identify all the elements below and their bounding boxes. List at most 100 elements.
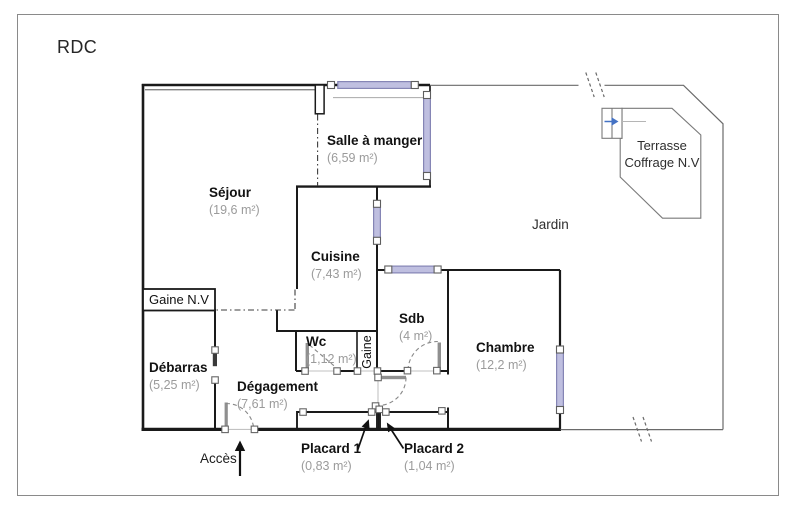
- wall-stub-salle: [314, 84, 325, 115]
- room-area: (4 m²): [399, 329, 433, 343]
- room-name: Sdb: [399, 311, 425, 326]
- room-name: Wc: [306, 334, 327, 349]
- room-label-cuisine: Cuisine (7,43 m²): [311, 249, 362, 282]
- marker-icon: [382, 408, 390, 416]
- marker-icon: [353, 367, 362, 375]
- window-handles: [326, 80, 565, 415]
- room-label-salle-a-manger: Salle à manger (6,59 m²): [327, 133, 422, 166]
- room-area: (5,25 m²): [149, 378, 200, 392]
- door-leaf-chambre: [380, 375, 406, 380]
- marker-icon: [438, 407, 446, 415]
- room-area: (1,04 m²): [404, 459, 455, 473]
- room-label-sejour: Séjour (19,6 m²): [209, 185, 260, 218]
- marker-icon: [211, 376, 219, 384]
- window-salle-east: [423, 96, 432, 174]
- window-salle-north: [337, 80, 412, 89]
- break-mark-south-icon: [632, 416, 653, 442]
- marker-icon: [211, 346, 219, 354]
- access-arrow-icon: [234, 440, 246, 476]
- room-label-degagement: Dégagement (7,61 m²): [237, 379, 318, 412]
- break-marks: [585, 72, 653, 442]
- window-cuisine: [373, 205, 382, 239]
- room-label-placard-2: Placard 2 (1,04 m²): [404, 441, 464, 474]
- marker-icon: [367, 408, 376, 416]
- handle-icon: [326, 80, 336, 90]
- door-leaf-wc: [305, 343, 309, 369]
- doors: [212, 340, 441, 430]
- handle-icon: [410, 80, 419, 90]
- room-name: Chambre: [476, 340, 535, 355]
- marker-icon: [433, 366, 441, 375]
- room-name: Dégagement: [237, 379, 319, 394]
- room-name: Salle à manger: [327, 133, 423, 148]
- placard2-arrow-head: [386, 422, 395, 433]
- arrow-head: [611, 117, 619, 126]
- placard1-arrow-icon: [356, 425, 367, 451]
- room-area: (7,61 m²): [237, 397, 288, 411]
- drawing-border: [17, 14, 779, 496]
- room-area: (0,83 m²): [301, 459, 352, 473]
- room-label-wc: Wc (1,12 m²): [306, 334, 357, 367]
- gaine-shaft-label: Gaine: [360, 335, 374, 369]
- marker-icon: [301, 367, 309, 375]
- break-mark-north-icon: [585, 72, 605, 98]
- marker-icon: [333, 367, 341, 375]
- handle-icon: [372, 199, 382, 208]
- gaine-nv-box: [142, 288, 216, 312]
- placard2-arrow-icon: [388, 426, 405, 449]
- marker-icon: [221, 425, 229, 434]
- door-swing-sdb: [407, 340, 438, 371]
- gaine-nv-label: Gaine N.V: [149, 292, 209, 307]
- terrace-access-arrow-icon: [604, 117, 619, 126]
- marker-icon: [403, 366, 412, 375]
- property-boundary: [430, 84, 724, 431]
- room-name: Placard 2: [404, 441, 465, 456]
- door-swing-chambre: [378, 377, 407, 407]
- door-leaf-debarras: [212, 351, 217, 367]
- handle-icon: [384, 265, 393, 274]
- acces-label: Accès: [200, 451, 237, 466]
- window-chambre: [555, 351, 564, 409]
- terrasse-sub-label: Coffrage N.V: [624, 155, 700, 170]
- door-leaf-entrance: [224, 402, 228, 430]
- room-name: Débarras: [149, 360, 208, 375]
- room-name: Séjour: [209, 185, 252, 200]
- handle-icon: [555, 345, 565, 354]
- handle-icon: [372, 236, 382, 245]
- door-leaf-sdb: [437, 342, 441, 370]
- handle-icon: [422, 90, 432, 100]
- marker-icon: [250, 425, 259, 434]
- marker-icon: [299, 408, 307, 416]
- terrasse-label: Terrasse: [637, 138, 687, 153]
- room-name: Cuisine: [311, 249, 360, 264]
- room-label-chambre: Chambre (12,2 m²): [476, 340, 535, 373]
- dash-dot-partitions: [215, 114, 319, 311]
- floor-title: RDC: [57, 37, 98, 57]
- room-name: Placard 1: [301, 441, 362, 456]
- room-area: (1,12 m²): [306, 352, 357, 366]
- partition-sejour-degagement: [215, 289, 296, 311]
- door-swing-entrance: [225, 402, 255, 430]
- door-frame-markers: [211, 346, 446, 434]
- arrow-head: [234, 440, 246, 451]
- room-area: (7,43 m²): [311, 267, 362, 281]
- window-sdb: [390, 265, 436, 274]
- handle-icon: [422, 171, 432, 181]
- placard-boxes: [296, 411, 449, 430]
- marker-icon: [375, 405, 384, 414]
- room-label-debarras: Débarras (5,25 m²): [149, 360, 208, 393]
- room-area: (19,6 m²): [209, 203, 260, 217]
- room-area: (6,59 m²): [327, 151, 378, 165]
- boundary-north-east: [604, 84, 724, 430]
- wall-wc-north-step: [276, 310, 377, 371]
- handle-icon: [433, 265, 442, 274]
- room-area: (12,2 m²): [476, 358, 527, 372]
- marker-icon: [374, 373, 382, 382]
- jardin-label: Jardin: [532, 217, 569, 232]
- placard1-arrow-head: [361, 419, 370, 430]
- room-label-placard-1: Placard 1 (0,83 m²): [301, 441, 361, 474]
- door-swing-wc: [309, 344, 337, 368]
- handle-icon: [555, 405, 565, 415]
